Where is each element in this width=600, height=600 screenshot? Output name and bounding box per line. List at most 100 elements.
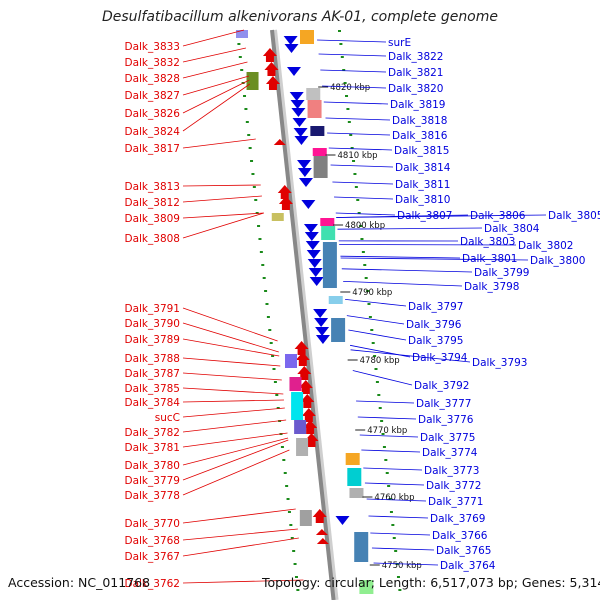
ring-dot-left xyxy=(245,121,249,123)
gene-block xyxy=(306,88,321,100)
gene-label-right: Dalk_3821 xyxy=(388,67,444,79)
scale-tick-label: 4800 kbp xyxy=(345,221,385,231)
gene-block xyxy=(291,392,304,420)
reverse-gene-arrow xyxy=(295,352,310,366)
leader-line xyxy=(182,399,284,403)
ring-dot-right xyxy=(353,173,357,175)
forward-gene-arrow xyxy=(307,259,322,268)
reverse-gene-arrow xyxy=(265,76,280,90)
gene-block xyxy=(320,218,335,226)
ring-dot-left xyxy=(287,511,291,513)
reverse-gene-arrow xyxy=(294,341,309,355)
forward-gene-arrow xyxy=(335,516,350,525)
ring-dot-right xyxy=(357,212,361,214)
forward-gene-arrow xyxy=(298,178,313,187)
gene-label-left: Dalk_3779 xyxy=(125,475,181,487)
gene-label-right: Dalk_3806 xyxy=(470,210,526,222)
forward-gene-arrow xyxy=(309,277,324,286)
forward-gene-arrow xyxy=(283,36,298,45)
forward-gene-arrow xyxy=(293,128,308,137)
ring-dot-right xyxy=(338,30,341,32)
leader-line xyxy=(182,47,247,63)
leader-line xyxy=(182,579,304,584)
gene-label-left: Dalk_3817 xyxy=(125,143,181,155)
leader-line xyxy=(182,338,280,357)
gene-label-right: Dalk_3819 xyxy=(390,99,446,111)
ring-dot-right xyxy=(366,290,370,292)
ring-dot-right xyxy=(377,394,381,396)
gene-label-right: Dalk_3766 xyxy=(432,530,488,542)
leader-line xyxy=(182,307,278,342)
gene-label-right: Dalk_3792 xyxy=(414,380,470,392)
gene-label-right: Dalk_3816 xyxy=(392,130,448,142)
gene-label-left: Dalk_3812 xyxy=(125,197,181,209)
forward-gene-arrow xyxy=(308,268,323,277)
leader-line xyxy=(328,147,393,151)
ring-dot-left xyxy=(266,316,270,318)
map-title: Desulfatibacillum alkenivorans AK-01, co… xyxy=(101,9,499,25)
gene-label-left: Dalk_3827 xyxy=(125,90,181,102)
reverse-gene-arrow xyxy=(303,420,318,434)
ring-dot-left xyxy=(264,290,268,292)
ring-dot-left xyxy=(250,160,254,162)
ring-dot-right xyxy=(346,108,350,110)
gene-label-left: Dalk_3824 xyxy=(125,126,181,138)
ring-dot-right xyxy=(378,407,382,409)
gene-label-left: Dalk_3809 xyxy=(125,213,181,225)
ring-dot-right xyxy=(370,329,374,331)
ring-dot-left xyxy=(252,186,256,188)
ring-dot-left xyxy=(280,446,284,448)
gene-label-left: Dalk_3778 xyxy=(125,490,181,502)
gene-block xyxy=(284,354,297,368)
gene-label-right: Dalk_3818 xyxy=(392,115,448,127)
ring-dot-right xyxy=(396,576,400,578)
leader-line xyxy=(363,467,423,471)
scale-tick-label: 4770 kbp xyxy=(367,426,407,436)
gene-block xyxy=(294,420,307,434)
leader-line xyxy=(318,53,387,57)
leader-line xyxy=(317,39,387,43)
gene-label-left: Dalk_3770 xyxy=(125,518,181,530)
ring-dot-right xyxy=(343,82,347,84)
gene-label-left: Dalk_3785 xyxy=(125,383,181,395)
leader-line xyxy=(182,432,288,448)
ring-dot-right xyxy=(360,238,364,240)
ring-dot-right xyxy=(374,368,378,370)
gene-block xyxy=(271,213,284,221)
ring-dot-right xyxy=(371,342,375,344)
reverse-gene-arrow xyxy=(300,394,315,408)
leader-line xyxy=(356,400,415,404)
gene-label-left: Dalk_3791 xyxy=(125,303,181,315)
leader-line xyxy=(357,416,417,420)
ring-dot-right xyxy=(364,277,368,279)
gene-label-left: Dalk_3833 xyxy=(125,41,181,53)
leader-line xyxy=(340,255,461,259)
gene-label-right: Dalk_3796 xyxy=(406,319,462,331)
forward-gene-arrow xyxy=(294,136,309,145)
leader-line xyxy=(322,85,387,89)
leader-line xyxy=(343,281,463,287)
ring-dot-left xyxy=(251,173,255,175)
gene-label-right: Dalk_3822 xyxy=(388,51,444,63)
ring-dot-left xyxy=(272,368,276,370)
gene-label-right: Dalk_3775 xyxy=(420,432,476,444)
ring-dot-left xyxy=(248,147,252,149)
leader-line xyxy=(320,69,387,73)
ring-dot-left xyxy=(286,498,290,500)
leader-line xyxy=(182,212,264,219)
gene-label-left: Dalk_3768 xyxy=(125,535,181,547)
forward-gene-arrow xyxy=(292,118,307,127)
gene-label-right: Dalk_3769 xyxy=(430,513,486,525)
ring-dot-left xyxy=(265,303,269,305)
ring-dot-right xyxy=(340,56,344,58)
leader-line xyxy=(361,449,421,453)
ring-dot-right xyxy=(352,160,356,162)
leader-line xyxy=(182,61,248,79)
gene-label-left: Dalk_3780 xyxy=(125,460,181,472)
leader-line xyxy=(182,195,262,203)
forward-gene-arrow xyxy=(305,241,320,250)
leader-line xyxy=(182,439,289,481)
backbone xyxy=(270,29,336,600)
gene-block xyxy=(321,226,336,240)
leader-line xyxy=(364,482,425,486)
